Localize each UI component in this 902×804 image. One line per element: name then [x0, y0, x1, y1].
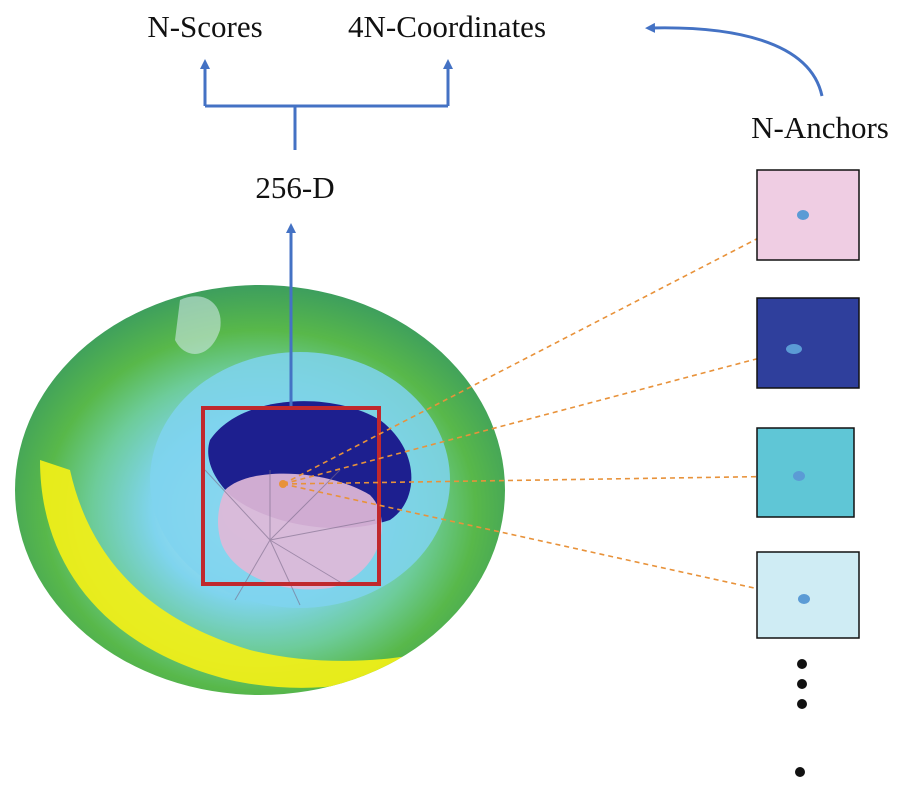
- connector-4: [282, 483, 805, 600]
- continuation-dots: [795, 659, 807, 777]
- anchor-dot: [793, 471, 805, 481]
- anchor-dot: [798, 594, 810, 604]
- anchors-curved-arrow: [645, 22, 824, 97]
- 4n-coordinates-label: 4N-Coordinates: [348, 9, 546, 44]
- anchor-pale-blue: [756, 551, 860, 639]
- 256-d-label: 256-D: [255, 170, 334, 205]
- roi-box: [201, 406, 381, 586]
- center-point: [279, 480, 287, 488]
- anchor-list: [756, 169, 860, 639]
- anchor-pink: [756, 169, 860, 261]
- anchor-teal: [756, 427, 855, 518]
- ozone-globe-image: [15, 285, 505, 695]
- branch-connector: [200, 59, 453, 150]
- antarctica-continent: [218, 473, 382, 590]
- connector-2: [282, 348, 795, 485]
- n-anchors-label: N-Anchors: [751, 110, 889, 145]
- anchor-dot: [786, 344, 802, 354]
- anchor-navy: [756, 297, 860, 389]
- n-scores-label: N-Scores: [147, 9, 262, 44]
- yellow-ozone-band: [40, 460, 470, 688]
- anchor-dot: [797, 210, 809, 220]
- dashed-connectors: [282, 214, 805, 600]
- connector-1: [282, 214, 804, 485]
